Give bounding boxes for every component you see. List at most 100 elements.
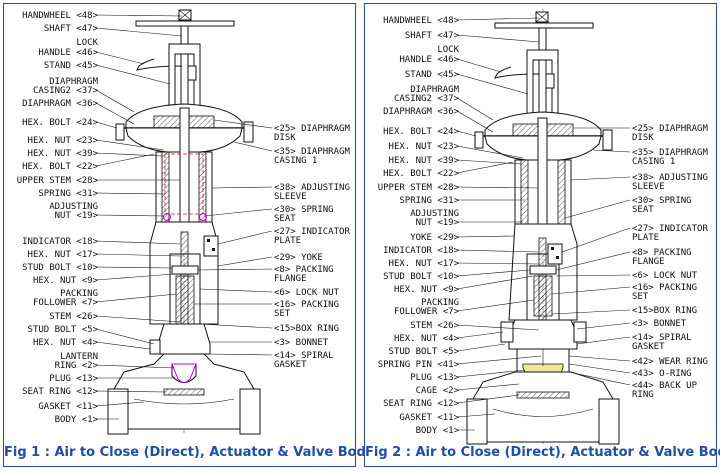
bonnet-shape [157,323,211,355]
upper-stem-shape [537,117,548,239]
part-label: <8> PACKING [274,265,334,275]
figure-2-caption: Fig 2 : Air to Close (Direct), Actuator … [365,445,720,460]
part-label: <43> O-RING [632,369,692,379]
part-label: ADJUSTING [49,202,98,212]
spring-outline-shape [164,153,204,215]
indicator-plate-shape [203,235,219,257]
part-label: STAND <45> [405,70,460,80]
part-label: CASING 1 [274,156,317,166]
part-label: <30> SPRING [274,205,334,215]
part-label: FOLLOWER <7> [394,307,460,317]
part-label: HEX. NUT <17> [28,250,99,260]
part-label: HEX. BOLT <24> [22,118,98,128]
part-label: <27> INDICATOR [632,224,708,234]
part-label: STUD BOLT <10> [383,272,459,282]
shaft-shape [180,25,189,109]
part-label: <38> ADJUSTING [274,183,350,193]
handwheel-shape [135,9,235,27]
part-label: HEX. NUT <4> [33,338,99,348]
part-label: STAND <45> [44,61,99,71]
part-label: INDICATOR <18> [22,237,98,247]
part-label: DIAPHRAGM <36> [22,99,98,109]
part-label: SLEEVE [632,182,665,192]
part-label: HEX. BOLT <24> [383,127,459,137]
part-label: SHAFT <47> [44,24,99,34]
part-label: <25> DIAPHRAGM [274,124,350,134]
part-label: HEX. BOLT <22> [383,169,459,179]
part-label: SLEEVE [274,192,307,202]
seat-ring-shape [163,388,205,396]
part-label: CASING2 <37> [394,94,460,104]
part-label: GASKET <11> [399,413,459,423]
part-label: SHAFT <47> [405,31,460,41]
part-label: <16> PACKING [632,283,697,293]
part-label: <6> LOCK NUT [274,288,340,298]
part-label: PLUG <13> [410,373,459,383]
part-label: DISK [632,133,654,143]
part-label: <27> INDICATOR [274,227,350,237]
fig1-leader-lines-right [194,119,273,356]
part-label: <30> SPRING [632,196,692,206]
lock-handle-shape [494,66,540,79]
part-label: LOCK [76,38,98,48]
part-label: ADJUSTING [410,209,459,219]
part-label: PACKING [421,298,459,308]
part-label: CAGE <2> [416,386,460,396]
part-label: FOLLOWER <7> [33,298,99,308]
part-label: GASKET [632,342,665,352]
part-label: SEAT RING <12> [22,387,98,397]
part-label: HANDWHEEL <48> [383,16,459,26]
packing-flange-shape [529,265,557,275]
part-label: HEX. BOLT <22> [22,162,98,172]
part-label: SPRING <31> [38,189,98,199]
part-label: HANDLE <46> [38,48,98,58]
part-label: STEM <26> [49,312,98,322]
part-label: <42> WEAR RING [632,357,708,367]
part-label: SEAT [632,205,654,215]
handwheel-shape [494,11,594,29]
part-label: SET [274,309,291,319]
part-label: NUT <19> [416,218,460,228]
part-label: <14> SPIRAL [632,333,692,343]
part-label: CASING 1 [632,157,675,167]
part-label: <29> YOKE [274,253,323,263]
valve-body-shape [472,371,614,443]
part-label: HEX. NUT <39> [389,156,460,166]
part-label: DIAPHRAGM [410,85,459,95]
part-label: DIAPHRAGM [49,77,98,87]
part-label: <25> DIAPHRAGM [632,124,708,134]
part-label: PLUG <13> [49,374,98,384]
part-label: YOKE <29> [410,233,459,243]
part-label: STUD BOLT <10> [22,263,98,273]
part-label: <44> BACK UP [632,381,698,391]
part-label: PLATE [632,233,659,243]
part-label: HEX. NUT <4> [394,334,460,344]
part-label: SEAT RING <12> [383,399,459,409]
part-label: <8> PACKING [632,248,692,258]
part-label: HEX. NUT <23> [28,136,99,146]
part-label: SPRING <31> [399,196,459,206]
part-label: BODY <1> [416,426,460,436]
part-label: STUD BOLT <5> [389,347,460,357]
lock-handle-shape [136,58,183,71]
fig1-leader-lines [95,14,183,420]
part-label: PLATE [274,236,301,246]
upper-stem-shape [179,107,190,233]
part-label: <35> DIAPHRAGM [274,147,350,157]
part-label: CASING2 <37> [33,86,99,96]
part-label: HEX. NUT <23> [389,142,460,152]
shaft-shape [538,27,547,119]
part-label: RING <2> [55,361,99,371]
part-label: FLANGE [274,274,307,284]
part-label: RING [632,390,654,400]
part-label: STEM <26> [410,321,459,331]
part-label: HANDWHEEL <48> [22,11,98,21]
part-label: LOCK [437,45,459,55]
part-label: <38> ADJUSTING [632,173,708,183]
bonnet-shape [508,319,578,350]
part-label: FLANGE [632,257,665,267]
